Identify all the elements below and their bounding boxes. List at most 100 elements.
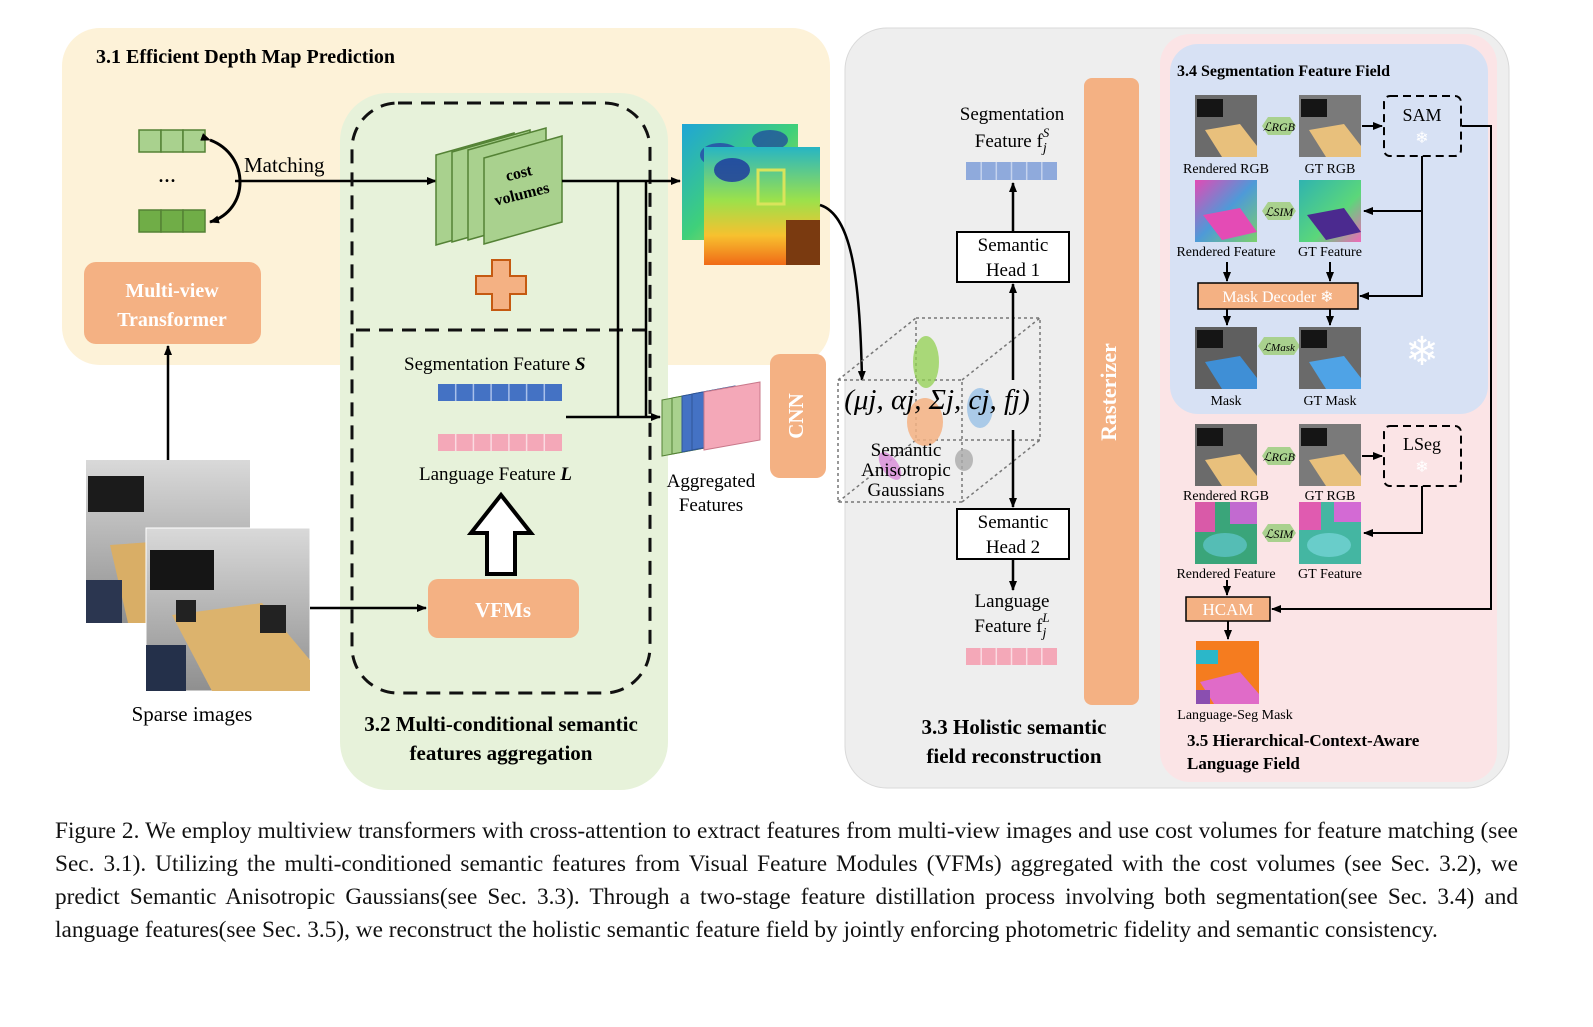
loss-sim-2: ℒSIM <box>1265 527 1295 541</box>
frozen-snowflake-icon: ❄ <box>1405 329 1439 374</box>
gaussian-label-line2: Anisotropic <box>861 460 951 481</box>
depth-map-front <box>704 147 820 265</box>
gt-rgb-thumb <box>1299 95 1361 157</box>
mask-label: Mask <box>1210 394 1241 409</box>
gaussian-label-line1: Semantic <box>871 440 942 461</box>
hcam-label: HCAM <box>1202 600 1253 619</box>
aggregated-feature-stack <box>661 381 761 457</box>
gaussian-ellipse-orange <box>907 398 943 446</box>
mask-decoder-label: Mask Decoder ❄ <box>1222 289 1333 306</box>
gt-rgb-label: GT RGB <box>1305 162 1356 177</box>
cost-volume-stack <box>435 127 563 246</box>
language-seg-mask-label: Language-Seg Mask <box>1177 708 1292 723</box>
loss-rgb-2: ℒRGB <box>1263 450 1296 464</box>
seg-feature-f-line2: Feature fjS <box>975 125 1050 156</box>
matching-ellipsis: ... <box>158 162 176 188</box>
multiview-transformer-block <box>84 262 261 344</box>
lang-rendered-rgb-label: Rendered RGB <box>1183 489 1269 504</box>
section-31-title: 3.1 Efficient Depth Map Prediction <box>96 46 395 68</box>
language-feature-bar <box>438 434 562 451</box>
segmentation-feature-label: Segmentation Feature S <box>404 354 586 375</box>
section-35-title-line1: 3.5 Hierarchical-Context-Aware <box>1187 731 1420 750</box>
gt-feature-label: GT Feature <box>1298 245 1362 260</box>
matching-token-bottom <box>138 209 206 233</box>
rasterizer-label: Rasterizer <box>1096 343 1121 441</box>
matching-token-top <box>138 129 206 153</box>
plus-icon <box>475 259 527 311</box>
seg-feature-f-bar <box>966 162 1057 180</box>
rendered-rgb-thumb <box>1195 95 1257 157</box>
method-diagram: 3.1 Efficient Depth Map Prediction ... M… <box>62 27 1510 790</box>
semantic-head-1 <box>956 231 1070 283</box>
gaussian-ellipse-pink <box>878 452 902 480</box>
seg-feature-f-line1: Segmentation <box>960 104 1065 125</box>
gt-mask-thumb <box>1299 327 1361 389</box>
figure-caption: Figure 2. We employ multiview transforme… <box>55 818 1518 943</box>
transformer-label-line1: Multi-view <box>125 280 219 302</box>
loss-sim-1: ℒSIM <box>1265 205 1295 219</box>
gaussian-formula: (μj, αj, Σj, cj, fj) <box>844 384 1030 416</box>
gaussian-ellipse-green <box>913 336 939 388</box>
section-34-title: 3.4 Segmentation Feature Field <box>1177 63 1390 80</box>
sam-to-hcam-arrow <box>1271 125 1492 613</box>
gaussian-ellipse-gray <box>955 449 973 471</box>
vfm-label: VFMs <box>475 598 531 622</box>
head1-label-line2: Head 1 <box>986 260 1040 281</box>
section-33-title-line2: field reconstruction <box>926 744 1101 768</box>
cost-label-line1: cost <box>504 162 535 185</box>
loss-mask-hex <box>1258 337 1300 355</box>
loss-rgb-hex-2 <box>1262 447 1296 465</box>
sam-snowflake-icon: ❄ <box>1415 130 1428 147</box>
lang-feature-f-bar <box>966 648 1057 665</box>
depth-to-gaussian-arrow <box>819 203 866 381</box>
sparse-images-label: Sparse images <box>132 702 253 726</box>
gaussian-cube <box>837 317 1041 503</box>
lang-feature-f-line2: Feature fjL <box>974 610 1049 641</box>
rendered-feature-label: Rendered Feature <box>1176 245 1275 260</box>
gaussian-label-line3: Gaussians <box>867 480 944 501</box>
lang-gt-rgb-thumb <box>1299 424 1361 486</box>
cnn-block <box>770 354 826 478</box>
lang-gt-feature-thumb <box>1299 502 1361 564</box>
rasterizer-block <box>1084 78 1139 705</box>
language-feature-label: Language Feature L <box>419 464 572 485</box>
section-32-title-line2: features aggregation <box>410 741 593 765</box>
segmentation-feature-bar <box>438 384 562 401</box>
head2-label-line2: Head 2 <box>986 537 1040 558</box>
sam-label: SAM <box>1402 105 1441 125</box>
loss-sim-hex-1 <box>1262 202 1296 220</box>
semantic-dashed-frame <box>350 101 652 695</box>
sparse-image-front <box>145 527 311 692</box>
lang-rendered-feature-label: Rendered Feature <box>1176 567 1275 582</box>
head2-label-line1: Semantic <box>978 512 1049 533</box>
gaussian-ellipse-blue <box>967 388 993 428</box>
section-32-title-line1: 3.2 Multi-conditional semantic <box>364 712 638 736</box>
loss-sim-hex-2 <box>1262 524 1296 542</box>
rendered-rgb-label: Rendered RGB <box>1183 162 1269 177</box>
vfm-block <box>428 579 579 638</box>
head1-label-line1: Semantic <box>978 235 1049 256</box>
section-35-title-line2: Language Field <box>1187 754 1300 773</box>
lang-rendered-rgb-thumb <box>1195 424 1257 486</box>
lseg-snowflake-icon: ❄ <box>1415 459 1428 476</box>
loss-rgb-1: ℒRGB <box>1263 120 1296 134</box>
lseg-to-gt-feature-arrow <box>1363 486 1423 537</box>
loss-rgb-hex-1 <box>1262 117 1296 135</box>
mask-decoder-block <box>1197 282 1359 310</box>
transformer-label-line2: Transformer <box>117 309 227 331</box>
hcam-block <box>1185 596 1271 622</box>
rendered-feature-thumb <box>1195 180 1257 242</box>
gt-mask-label: GT Mask <box>1303 394 1356 409</box>
sam-to-decoder-arrow <box>1359 211 1423 300</box>
aggregated-label-line2: Features <box>679 495 743 516</box>
mask-thumb <box>1195 327 1257 389</box>
lang-gt-feature-label: GT Feature <box>1298 567 1362 582</box>
gt-feature-thumb <box>1299 180 1361 242</box>
cnn-label: CNN <box>784 393 808 439</box>
language-seg-mask-thumb <box>1196 641 1259 704</box>
loss-mask: ℒMask <box>1263 342 1296 354</box>
lang-feature-f-line1: Language <box>975 591 1050 612</box>
matching-label: Matching <box>244 153 325 177</box>
section-33-title-line1: 3.3 Holistic semantic <box>922 715 1107 739</box>
aggregated-label-line1: Aggregated <box>667 471 756 492</box>
